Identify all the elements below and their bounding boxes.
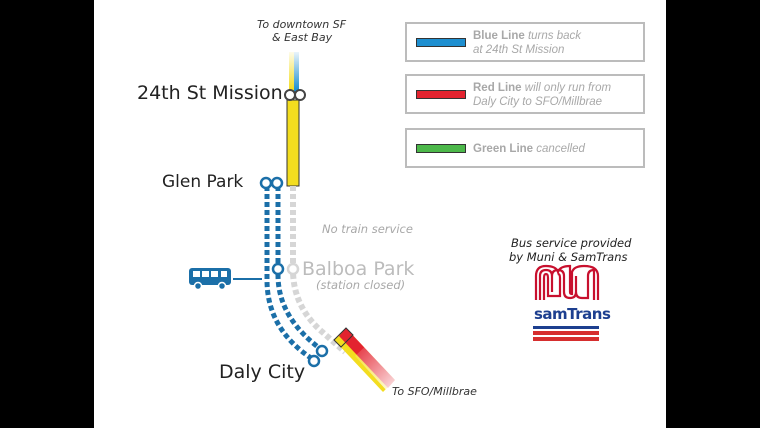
- south-line: [333, 327, 405, 392]
- blue-line-swatch: [416, 38, 466, 47]
- direction-south: To SFO/Millbrae: [392, 385, 477, 398]
- legend-red-line: Red Line will only run from Daly City to…: [405, 74, 645, 114]
- bus-icon: [189, 268, 262, 291]
- green-line-swatch: [416, 144, 466, 153]
- muni-logo: [534, 264, 600, 300]
- station-marker-balboa-blue: [271, 262, 285, 276]
- samtrans-wordmark: samTrans: [534, 305, 611, 323]
- station-label-daly-city: Daly City: [219, 361, 306, 383]
- balboa-closed-note: (station closed): [316, 278, 406, 292]
- yellow-line-segment: [286, 99, 300, 187]
- north-line: [289, 48, 300, 92]
- bus-service-line2: by Muni & SamTrans: [509, 250, 628, 264]
- legend-blue-name: Blue Line: [473, 30, 525, 42]
- direction-north-line1: To downtown SF: [257, 18, 347, 31]
- legend-red-note1: will only run from: [524, 82, 612, 94]
- direction-north-line2: & East Bay: [272, 31, 333, 44]
- legend-blue-note2: at 24th St Mission: [473, 44, 565, 56]
- legend-green-name: Green Line: [473, 143, 534, 155]
- station-label-balboa-park: Balboa Park: [302, 258, 415, 280]
- station-label-24th-mission: 24th St Mission: [137, 82, 283, 104]
- legend-red-name: Red Line: [473, 82, 522, 94]
- legend-red-note2: Daly City to SFO/Millbrae: [473, 96, 603, 108]
- blue-dashed-line-outer: [264, 186, 316, 363]
- station-marker-24th-mission: [284, 89, 306, 101]
- samtrans-logo-bars: [533, 326, 599, 341]
- legend-green-line: Green Line cancelled: [405, 128, 645, 168]
- red-line-swatch: [416, 90, 466, 99]
- legend-green-note1: cancelled: [536, 143, 585, 155]
- station-marker-balboa-gray: [286, 262, 300, 276]
- station-label-glen-park: Glen Park: [162, 172, 244, 192]
- station-marker-daly-city: [307, 344, 329, 368]
- no-service-label: No train service: [322, 222, 413, 236]
- bus-service-line1: Bus service provided: [511, 236, 632, 250]
- blue-dashed-line-inner: [275, 186, 324, 353]
- legend-blue-line: Blue Line turns back at 24th St Mission: [405, 22, 645, 62]
- station-marker-glen-park: [259, 176, 284, 190]
- legend-blue-note1: turns back: [527, 30, 582, 42]
